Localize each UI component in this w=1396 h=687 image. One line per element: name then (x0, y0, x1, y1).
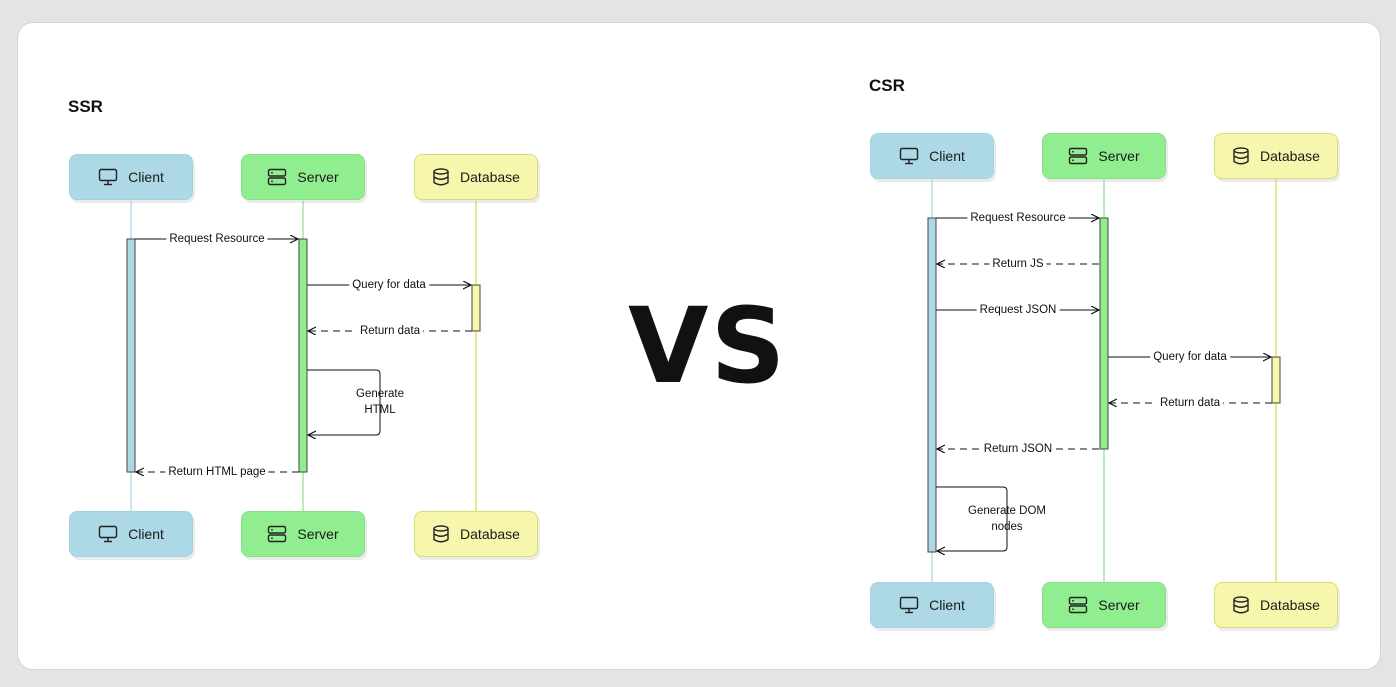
ssr-database-box-bottom: Database (414, 511, 538, 557)
database-icon (432, 168, 450, 186)
csr-return-data-label: Return data (1156, 396, 1224, 410)
ssr-client-label-bottom: Client (128, 526, 164, 542)
ssr-return-html-page-label: Return HTML page (165, 465, 269, 479)
csr-database-label-top: Database (1260, 148, 1320, 164)
ssr-generate-html-label: Generate HTML (330, 386, 430, 418)
ssr-title: SSR (68, 97, 103, 116)
vs-text: VS (628, 285, 788, 407)
csr-client-box-bottom: Client (870, 582, 994, 628)
csr-server-label-top: Server (1098, 148, 1140, 164)
csr-database-box-top: Database (1214, 133, 1338, 179)
csr-generate-dom-label: Generate DOM nodes (957, 503, 1057, 535)
csr-database-box-bottom: Database (1214, 582, 1338, 628)
server-icon (267, 525, 287, 543)
csr-database-label-bottom: Database (1260, 597, 1320, 613)
monitor-icon (98, 525, 118, 543)
monitor-icon (899, 147, 919, 165)
csr-title: CSR (869, 76, 905, 95)
csr-client-activation (927, 217, 937, 553)
csr-client-label-top: Client (929, 148, 965, 164)
ssr-server-label-top: Server (297, 169, 339, 185)
csr-return-json-label: Return JSON (980, 442, 1056, 456)
server-icon (267, 168, 287, 186)
csr-client-box-top: Client (870, 133, 994, 179)
ssr-client-label-top: Client (128, 169, 164, 185)
ssr-database-label-top: Database (460, 169, 520, 185)
ssr-request-resource-label: Request Resource (166, 232, 268, 246)
ssr-server-box-bottom: Server (241, 511, 365, 557)
csr-request-resource-label: Request Resource (967, 211, 1069, 225)
ssr-generate-line1: Generate (356, 388, 404, 400)
ssr-server-box-top: Server (241, 154, 365, 200)
csr-generate-line2: nodes (991, 521, 1023, 533)
ssr-generate-html-self-arrow (307, 369, 381, 435)
ssr-server-label-bottom: Server (297, 526, 339, 542)
ssr-database-label-bottom: Database (460, 526, 520, 542)
diagram-card (17, 22, 1381, 670)
database-icon (1232, 147, 1250, 165)
server-icon (1068, 147, 1088, 165)
csr-return-js-label: Return JS (989, 257, 1047, 271)
csr-server-box-bottom: Server (1042, 582, 1166, 628)
csr-generate-dom-self-arrow (936, 486, 1008, 551)
server-icon (1068, 596, 1088, 614)
csr-request-json-label: Request JSON (976, 303, 1060, 317)
database-icon (432, 525, 450, 543)
csr-query-for-data-label: Query for data (1150, 350, 1230, 364)
csr-server-box-top: Server (1042, 133, 1166, 179)
csr-server-label-bottom: Server (1098, 597, 1140, 613)
ssr-return-data-label: Return data (356, 324, 424, 338)
ssr-query-for-data-label: Query for data (349, 278, 429, 292)
ssr-server-activation (298, 238, 308, 473)
monitor-icon (899, 596, 919, 614)
ssr-client-activation (126, 238, 136, 473)
database-icon (1232, 596, 1250, 614)
csr-generate-line1: Generate DOM (968, 505, 1046, 517)
ssr-database-activation (471, 284, 481, 332)
ssr-client-box-top: Client (69, 154, 193, 200)
ssr-generate-line2: HTML (364, 404, 396, 416)
csr-client-label-bottom: Client (929, 597, 965, 613)
csr-database-activation (1271, 356, 1281, 404)
monitor-icon (98, 168, 118, 186)
ssr-database-box-top: Database (414, 154, 538, 200)
csr-server-activation (1099, 217, 1109, 450)
ssr-client-box-bottom: Client (69, 511, 193, 557)
